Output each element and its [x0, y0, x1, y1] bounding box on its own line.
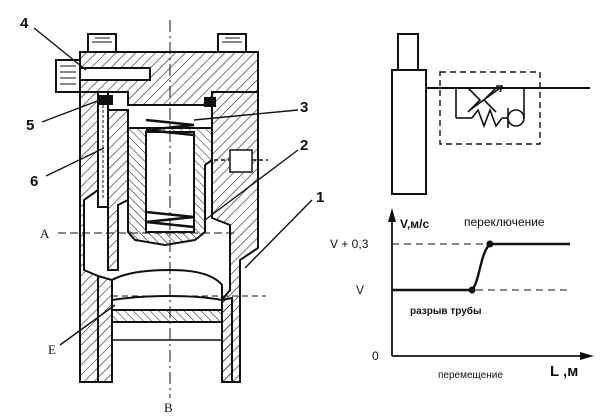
- series-point-switch: [486, 240, 494, 248]
- tick-label-low: V: [356, 283, 364, 297]
- y-axis-arrow: [388, 208, 396, 222]
- schematic: [391, 33, 590, 195]
- channel-6: [97, 91, 109, 208]
- body-right-wall: [211, 91, 259, 383]
- tick-label-high: V + 0,3: [330, 237, 369, 251]
- series-layer: [392, 240, 570, 294]
- seal-right: [204, 97, 216, 107]
- label-1: 1: [316, 189, 324, 206]
- valve-seat: [111, 268, 223, 302]
- x-axis-label: L ,м: [550, 363, 578, 380]
- series-line-0: [392, 242, 570, 292]
- valve-box: [439, 71, 541, 145]
- chart: V,м/с L ,м перемещение V + 0,3 V 0 перек…: [330, 208, 594, 381]
- cylinder-rod: [397, 33, 419, 71]
- label-B: B: [164, 400, 173, 415]
- label-6: 6: [30, 173, 38, 190]
- label-4: 4: [20, 15, 29, 32]
- cylinder-body: [391, 69, 427, 195]
- top-bolt-left: [87, 33, 117, 53]
- seat-ring: [111, 309, 223, 323]
- top-bolt-right: [217, 33, 247, 53]
- side-port: [55, 59, 151, 93]
- series-point-break: [468, 286, 476, 294]
- tick-label-zero: 0: [372, 349, 379, 363]
- label-2: 2: [300, 137, 308, 154]
- x-axis-arrow: [580, 352, 594, 360]
- annotation-break: разрыв трубы: [410, 305, 482, 317]
- body-inner-left: [107, 109, 129, 271]
- body-left-wall: [79, 91, 99, 383]
- check-valve-symbol: [455, 88, 525, 129]
- y-axis-label: V,м/с: [400, 217, 429, 231]
- label-3: 3: [300, 99, 308, 116]
- label-A: A: [40, 226, 50, 241]
- valve-section: [33, 20, 313, 398]
- annotation-switch: переключение: [464, 215, 545, 229]
- body-lower-right: [221, 296, 233, 383]
- seal-5: [99, 95, 113, 105]
- x-axis-caption: перемещение: [438, 370, 503, 381]
- right-ports: [214, 149, 268, 173]
- body-lower-left: [97, 274, 113, 383]
- label-E: E: [48, 342, 56, 357]
- leader-lines: [33, 27, 313, 346]
- label-5: 5: [26, 117, 34, 134]
- throttle-symbol: [467, 85, 504, 113]
